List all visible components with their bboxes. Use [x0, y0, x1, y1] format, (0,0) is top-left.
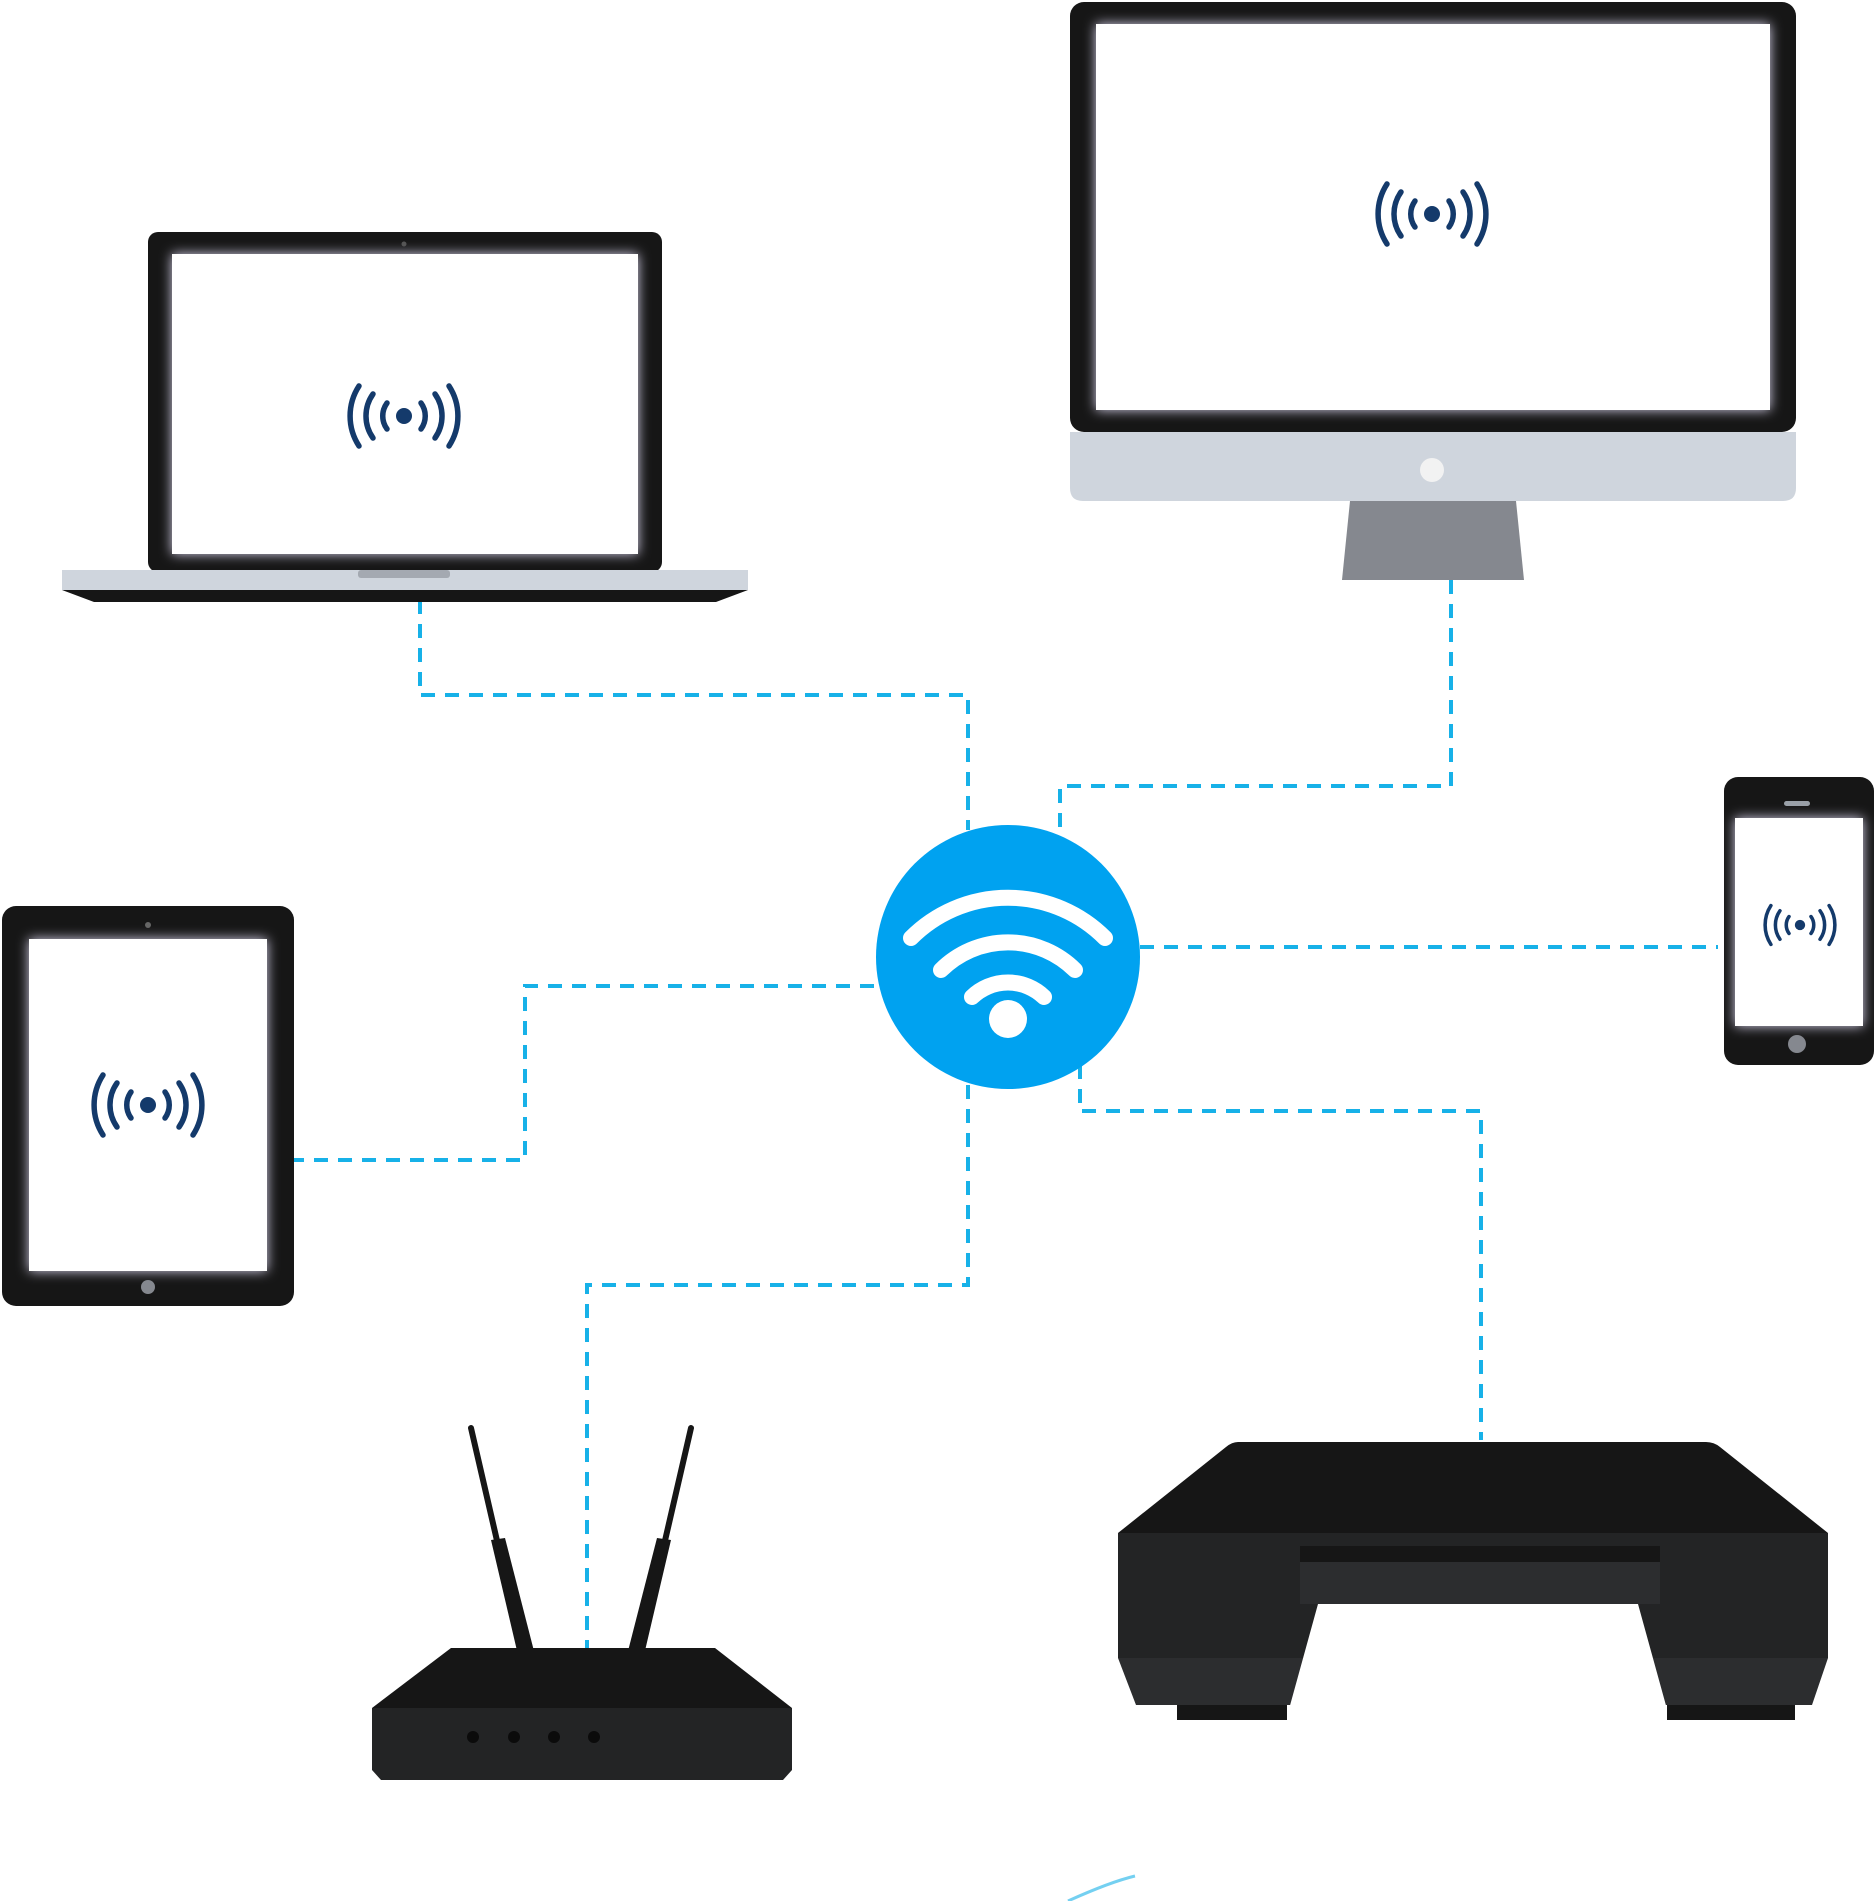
router-led-4 — [588, 1731, 600, 1743]
router-antenna-right-tip — [661, 1425, 694, 1548]
decorative-arc — [1067, 1874, 1136, 1901]
wireless-hub — [876, 825, 1140, 1089]
router-led-3 — [548, 1731, 560, 1743]
smartphone — [1724, 777, 1874, 1065]
phone-home-button — [1788, 1035, 1806, 1053]
link-printer — [1078, 1065, 1483, 1440]
tablet-home-button — [141, 1280, 155, 1294]
router-antenna-left-tip — [468, 1425, 501, 1548]
link-router — [585, 1085, 970, 1655]
laptop-base-edge — [62, 590, 748, 602]
phone-speaker — [1784, 801, 1810, 806]
link-desktop-monitor — [1058, 580, 1453, 838]
link-tablet — [290, 984, 880, 1162]
printer — [1118, 1442, 1828, 1720]
router-top — [372, 1648, 792, 1708]
router-led-1 — [467, 1731, 479, 1743]
laptop-screen — [172, 254, 638, 554]
laptop-camera — [401, 241, 407, 247]
monitor-power-button — [1420, 458, 1444, 482]
printer-foot-left — [1177, 1705, 1287, 1720]
tablet — [2, 906, 294, 1306]
router-led-2 — [508, 1731, 520, 1743]
router-antenna-right — [627, 1538, 671, 1655]
link-laptop — [418, 600, 970, 830]
desktop-monitor — [1070, 2, 1796, 580]
laptop-trackpad-notch — [358, 570, 450, 578]
wifi-dot — [989, 1000, 1027, 1038]
router-front — [372, 1708, 792, 1780]
tablet-camera — [145, 922, 151, 928]
router — [372, 1425, 792, 1780]
router-antenna-left — [491, 1538, 535, 1655]
printer-foot-right — [1667, 1705, 1795, 1720]
printer-paper-slot — [1300, 1546, 1660, 1562]
printer-output-tray — [1300, 1562, 1660, 1604]
laptop-base — [62, 570, 748, 590]
wifi-icon — [903, 889, 1113, 1005]
printer-top — [1118, 1442, 1828, 1533]
laptop — [62, 232, 748, 602]
monitor-stand — [1342, 501, 1524, 580]
printer-cutout — [1286, 1604, 1670, 1720]
hub-circle — [876, 825, 1140, 1089]
connection-links — [290, 580, 1718, 1655]
